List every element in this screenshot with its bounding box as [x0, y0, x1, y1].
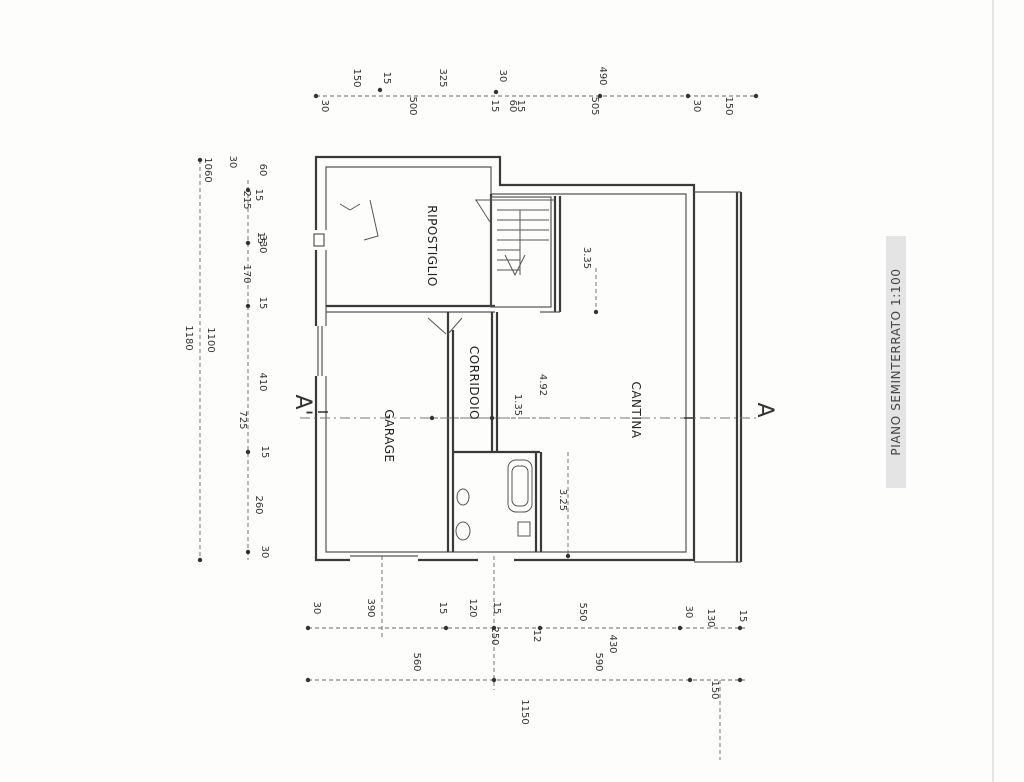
bathroom-fixtures	[455, 459, 533, 541]
dimension-ticks	[197, 87, 759, 683]
dimension-label: 410	[257, 372, 268, 391]
dimension-label: 215	[241, 190, 252, 209]
dimension-label: 30	[497, 70, 508, 83]
dimension-label: 30	[691, 100, 702, 113]
dimension-label: 490	[597, 66, 608, 85]
dimension-label: 1180	[183, 325, 194, 350]
floor-title-band: PIANO SEMINTERRATO 1:100	[886, 236, 906, 488]
dimension-lines	[199, 95, 756, 760]
dimension-label: 250	[489, 626, 500, 645]
dimension-label: 725	[237, 410, 248, 429]
room-label-ripostiglio: RIPOSTIGLIO	[425, 205, 439, 287]
room-label-garage: GARAGE	[382, 409, 396, 462]
dimension-label: 505	[589, 96, 600, 115]
dimension-label: 1150	[519, 699, 530, 724]
interior-walls	[313, 194, 562, 562]
floor-title: PIANO SEMINTERRATO 1:100	[889, 268, 903, 455]
dimension-label: 150	[351, 68, 362, 87]
dimension-label: 15	[253, 189, 264, 202]
dimension-label: 30	[259, 546, 270, 559]
dimension-label: 325	[437, 68, 448, 87]
dimension-label: 15	[737, 610, 748, 623]
stairs	[475, 199, 555, 277]
dimension-label: 30	[319, 100, 330, 113]
dimension-label: 1060	[202, 157, 213, 182]
dimension-label: 120	[467, 598, 478, 617]
dimension-label: 15	[257, 297, 268, 310]
dimension-label: 1100	[205, 327, 216, 352]
dimension-label: 150	[709, 680, 720, 699]
dimension-label: 560	[411, 652, 422, 671]
dimension-label: 15	[437, 602, 448, 615]
dimension-label: 390	[365, 598, 376, 617]
section-mark-right: A	[752, 402, 777, 417]
dim-corridor-length: 4.92	[537, 374, 548, 396]
room-label-corridoio: CORRIDOIO	[467, 346, 481, 420]
dim-cantina-upper: 3.35	[581, 247, 592, 269]
corridor-door-swing	[427, 317, 463, 335]
dimension-label: 150	[723, 96, 734, 115]
dimension-label: 430	[607, 634, 618, 653]
room-label-cantina: CANTINA	[629, 381, 643, 438]
dimension-label: 30	[311, 602, 322, 615]
dimension-label: 590	[593, 652, 604, 671]
dimension-label: 12	[531, 630, 542, 643]
dimension-label: 500	[407, 96, 418, 115]
dimensions-bottom: 30 390 15 120 250 15 12 550 430 560 590 30 130 15 1150…	[311, 598, 748, 724]
dimension-label: 15	[515, 100, 526, 113]
dimension-label: 170	[241, 264, 252, 283]
dimension-label: 60	[257, 164, 268, 177]
dimension-label: 130	[705, 608, 716, 627]
dimension-label: 330	[257, 234, 268, 253]
dimension-label: 30	[683, 606, 694, 619]
section-line	[300, 411, 760, 419]
dimension-label: 15	[255, 232, 266, 245]
outer-walls	[314, 155, 743, 563]
dimension-label: 15	[489, 100, 500, 113]
ripostiglio-fixture	[339, 199, 379, 241]
dimension-label: 60	[507, 100, 518, 113]
section-mark-left: A'	[290, 394, 315, 415]
dim-bathroom: 3.25	[557, 489, 568, 511]
dimension-label: 260	[253, 495, 264, 514]
dimension-label: 550	[577, 602, 588, 621]
dimension-label: 30	[227, 156, 238, 169]
dimension-label: 15	[381, 72, 392, 85]
dimension-label: 15	[259, 446, 270, 459]
dim-corridor-width: 1.35	[512, 394, 523, 416]
dimension-label: 15	[491, 602, 502, 615]
